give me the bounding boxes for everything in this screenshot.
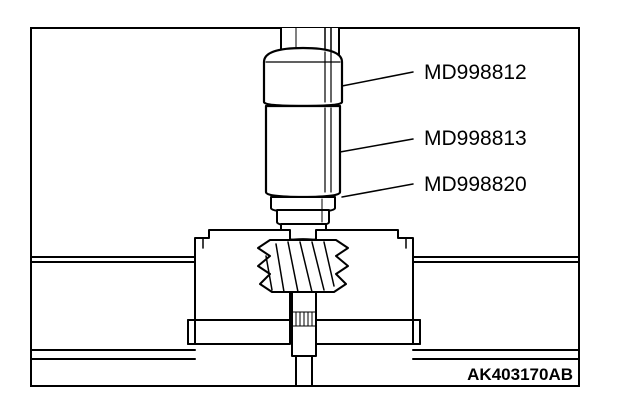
tool-md998820 [270, 196, 336, 227]
tool-md998812 [262, 46, 344, 108]
tool-md998813 [264, 104, 342, 199]
callout-md998812: MD998812 [424, 61, 527, 84]
figure-id: AK403170AB [467, 365, 573, 384]
callout-md998820: MD998820 [424, 173, 527, 196]
output-shaft [291, 291, 317, 386]
base-rails [31, 256, 579, 360]
leader-lines [339, 71, 414, 198]
callout-md998813: MD998813 [424, 127, 527, 150]
helical-gear [257, 239, 349, 293]
